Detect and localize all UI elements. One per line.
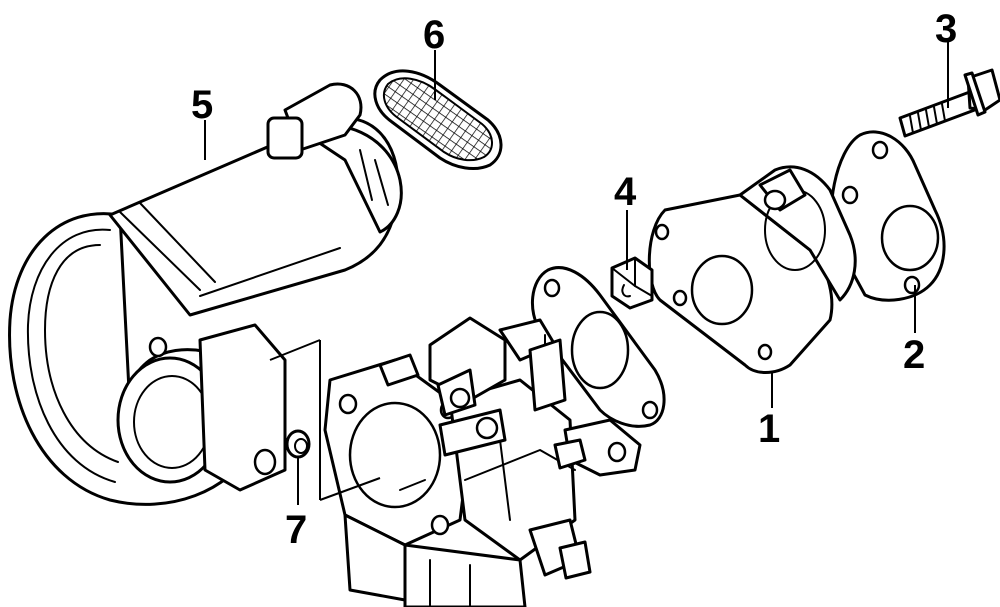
callout-5: 5 bbox=[191, 83, 213, 127]
leader-lines bbox=[204, 42, 949, 505]
clip-part bbox=[610, 256, 654, 310]
gasket-right-part bbox=[829, 130, 946, 302]
bushing-part bbox=[285, 429, 311, 459]
bolt-part bbox=[898, 68, 1000, 138]
intake-elbow-part bbox=[8, 82, 403, 506]
mesh-screen-part bbox=[373, 69, 503, 170]
callout-4: 4 bbox=[614, 170, 637, 214]
callout-1: 1 bbox=[758, 407, 780, 451]
callout-3: 3 bbox=[935, 7, 957, 51]
gasket-center-part bbox=[530, 266, 666, 428]
callout-6: 6 bbox=[423, 13, 445, 57]
callout-labels: 1 2 3 4 5 6 7 bbox=[191, 7, 957, 552]
callout-2: 2 bbox=[903, 333, 925, 377]
carburetor-part bbox=[323, 316, 642, 607]
callout-7: 7 bbox=[285, 508, 307, 552]
adapter-flange-part bbox=[647, 165, 857, 374]
